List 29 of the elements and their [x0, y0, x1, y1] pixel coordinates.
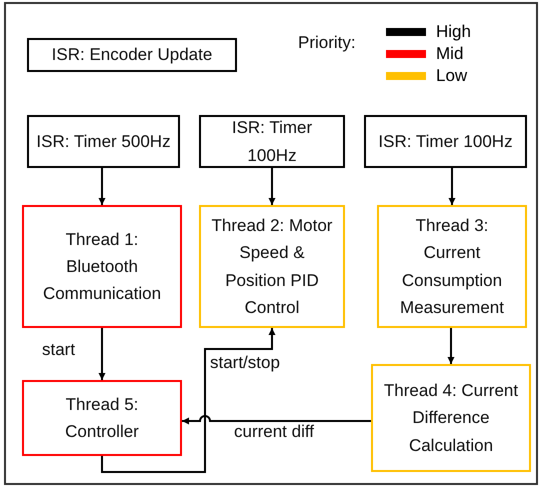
process-box	[27, 38, 237, 72]
box-text: Thread 3: Current Consumption Measurement	[399, 215, 505, 319]
box-text: Thread 5: Controller	[64, 394, 140, 443]
process-box	[199, 205, 345, 328]
arrow	[98, 168, 106, 205]
process-box	[377, 205, 527, 328]
box-text: Thread 1: Bluetooth Communication	[42, 228, 162, 306]
box-text: ISR: Timer 500Hz	[36, 130, 171, 153]
legend-text: Mid	[436, 44, 464, 64]
arrow	[182, 415, 371, 424]
process-box	[371, 364, 531, 472]
box-text: ISR: Encoder Update	[52, 44, 212, 66]
box-text: ISR: Timer 100Hz	[230, 117, 314, 166]
process-box	[27, 115, 180, 168]
arrow	[448, 328, 454, 364]
legend-text: Low	[436, 66, 468, 86]
arrow	[448, 168, 456, 205]
process-box	[22, 380, 182, 456]
box-text: Thread 4: Current Difference Calculation	[382, 380, 520, 457]
process-box	[22, 205, 182, 328]
legend-text: High	[436, 22, 471, 42]
process-box	[199, 115, 345, 168]
arrow	[101, 328, 276, 473]
arrow	[268, 168, 276, 205]
process-box	[364, 115, 527, 168]
box-text: ISR: Timer 100Hz	[378, 130, 513, 153]
edge-label: start/stop	[208, 353, 282, 373]
arrow	[98, 328, 106, 380]
box-text: Thread 2: Motor Speed & Position PID Control	[210, 215, 334, 319]
